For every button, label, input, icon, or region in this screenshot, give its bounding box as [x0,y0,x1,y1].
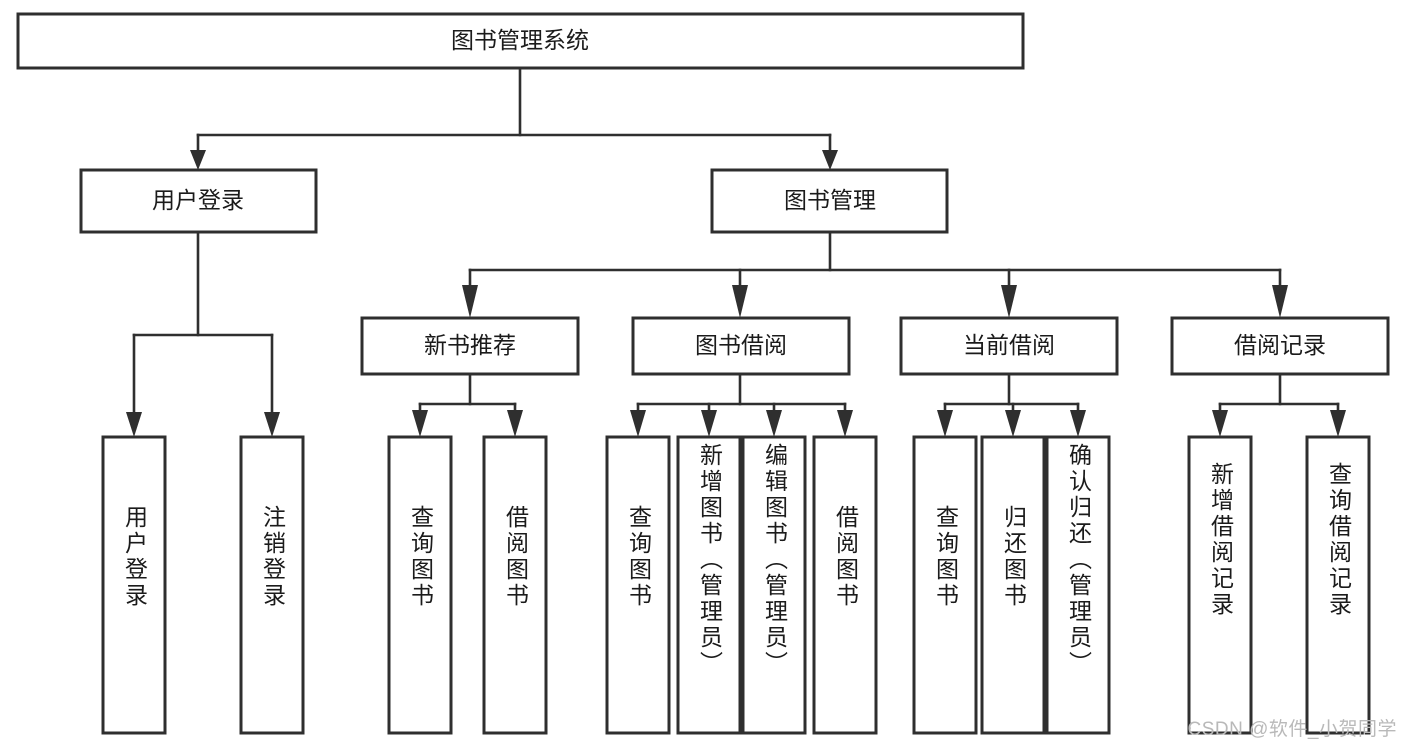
arrow-head-leaf-return-book [1005,410,1021,437]
node-borrow-record-box[interactable] [1170,316,1390,376]
arrow-head-leaf-add-record [1212,410,1228,437]
node-current-borrow-label: 当前借阅 [963,332,1055,358]
node-leaf-query-book-2-box[interactable] [605,435,671,735]
arrow-head-leaf-borrow-book-2 [837,410,853,437]
node-leaf-user-logout-box[interactable] [239,435,305,735]
arrow-head-leaf-query-book-1 [412,410,428,437]
node-user-login-box[interactable] [79,168,318,234]
node-new-book-recommend-box[interactable] [360,316,580,376]
node-current-borrow-box[interactable] [899,316,1119,376]
node-book-borrow-label: 图书借阅 [695,332,787,358]
arrow-head-leaf-query-book-3 [937,410,953,437]
node-leaf-user-login-box[interactable] [101,435,167,735]
arrow-head-leaf-query-book-2 [630,410,646,437]
arrow-head-leaf-user-logout [264,412,280,437]
node-leaf-edit-book-box[interactable] [741,435,807,735]
node-new-book-recommend-label: 新书推荐 [424,332,516,358]
node-leaf-query-book-1-box[interactable] [387,435,453,735]
connector-group-book-management [462,230,1288,318]
arrow-head-leaf-borrow-book-1 [507,410,523,437]
connector-group-new-book-recommend [412,372,523,437]
arrow-head-book-management [822,150,838,170]
arrow-head-user-login [190,150,206,170]
node-leaf-return-book-box[interactable] [980,435,1046,735]
connector-group-current-borrow [937,372,1086,437]
connector-group-user-login [126,230,280,437]
connector-group-borrow-record [1212,372,1346,437]
watermark-label: CSDN @软件_小贺同学 [1187,719,1397,740]
node-leaf-add-book-box[interactable] [676,435,742,735]
arrow-head-book-borrow [732,285,748,318]
node-leaf-borrow-book-2-box[interactable] [812,435,878,735]
node-book-management-label: 图书管理 [784,187,876,213]
arrow-head-leaf-confirm-return [1070,410,1086,437]
arrow-head-new-book-recommend [462,285,478,318]
node-leaf-query-record-box[interactable] [1305,435,1371,735]
arrow-head-leaf-edit-book [766,410,782,437]
node-book-borrow-box[interactable] [631,316,851,376]
node-leaf-borrow-book-1-box[interactable] [482,435,548,735]
arrow-head-leaf-add-book [701,410,717,437]
node-book-management-box[interactable] [710,168,949,234]
connector-group-root [190,66,838,170]
arrow-head-current-borrow [1001,285,1017,318]
arrow-head-borrow-record [1272,285,1288,318]
arrow-head-leaf-query-record [1330,410,1346,437]
node-borrow-record-label: 借阅记录 [1234,332,1326,358]
node-leaf-add-record-box[interactable] [1187,435,1253,735]
connector-group-book-borrow [630,372,853,437]
node-root-label: 图书管理系统 [451,27,589,53]
arrow-head-leaf-user-login [126,412,142,437]
node-leaf-query-book-3-box[interactable] [912,435,978,735]
node-leaf-confirm-return-box[interactable] [1045,435,1111,735]
node-user-login-label: 用户登录 [152,187,244,213]
node-root-box[interactable] [16,12,1025,70]
